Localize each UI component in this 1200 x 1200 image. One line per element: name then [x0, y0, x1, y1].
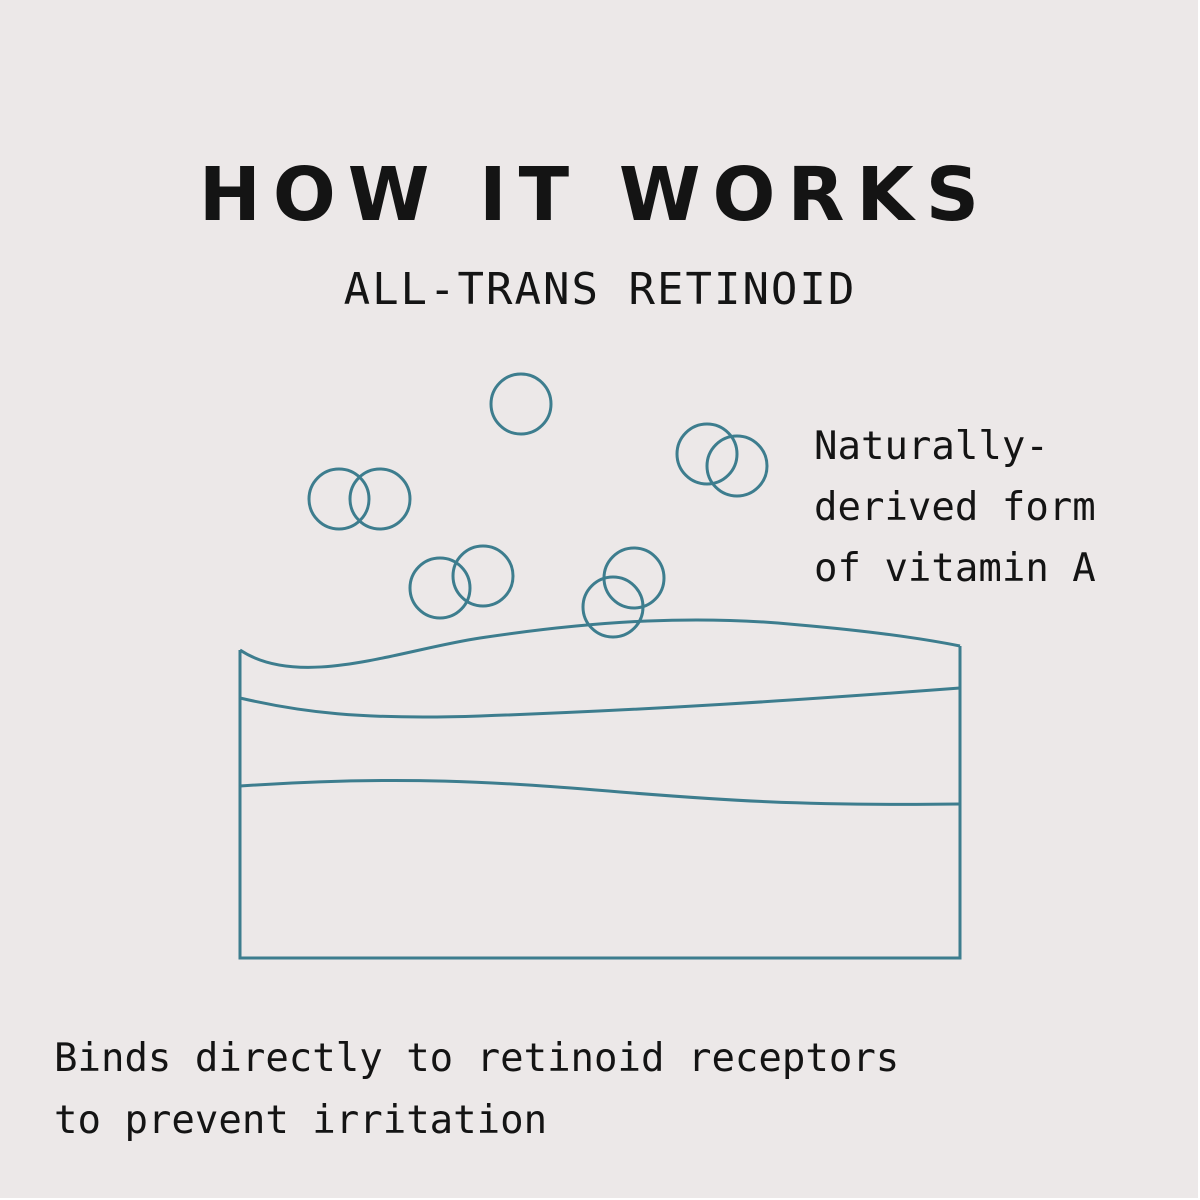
skin-layers-icon: [238, 618, 962, 960]
caption-line: to prevent irritation: [54, 1098, 548, 1143]
molecule-circle-icon: [408, 556, 472, 620]
molecule-circle-icon: [489, 372, 553, 436]
molecule-circle-icon: [705, 434, 769, 498]
molecule-circle-icon: [451, 544, 515, 608]
page-subtitle: ALL-TRANS RETINOID: [343, 264, 857, 315]
molecule-circle-icon: [675, 422, 739, 486]
side-note: Naturally- derived form of vitamin A: [814, 416, 1184, 599]
molecule-circle-icon: [581, 575, 645, 639]
page-title: HOW IT WORKS: [198, 152, 992, 238]
side-note-line: of vitamin A: [814, 546, 1096, 591]
caption: Binds directly to retinoid receptors to …: [54, 1028, 1174, 1152]
molecule-circle-icon: [307, 467, 371, 531]
caption-line: Binds directly to retinoid receptors: [54, 1036, 900, 1081]
side-note-line: Naturally-: [814, 424, 1049, 469]
molecule-circle-icon: [348, 467, 412, 531]
side-note-line: derived form: [814, 485, 1096, 530]
